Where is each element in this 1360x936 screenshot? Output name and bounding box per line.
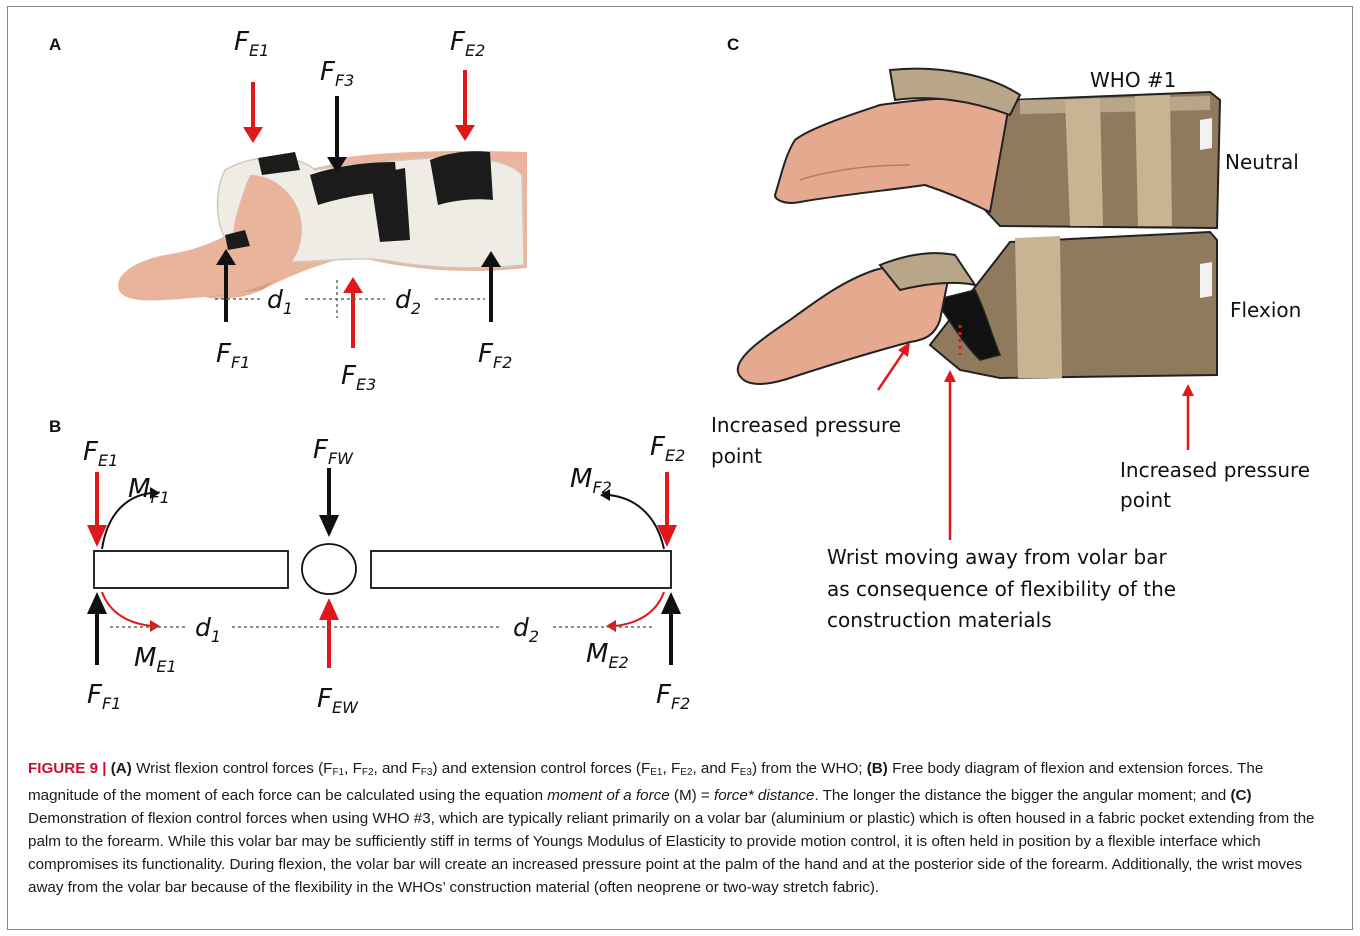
moment-arc-mf2: [608, 495, 664, 549]
panel-b-letter: B: [49, 417, 61, 436]
label-b-fe1: FE1: [83, 437, 118, 470]
brace-flexion-illustration: [738, 232, 1217, 384]
caption-figure-label: FIGURE 9 |: [28, 760, 107, 777]
arrowhead-c-pressure-right: [1182, 384, 1194, 396]
panel-c: C WHO #1 Neutral Flexion: [711, 35, 1316, 632]
panel-b: B FE1 FFW FE2: [49, 417, 690, 717]
panel-a: A: [49, 27, 527, 394]
beam-left: [94, 551, 288, 588]
label-b-few: FEW: [317, 684, 359, 717]
label-a-fe2: FE2: [450, 27, 485, 60]
label-b-ff2: FF2: [656, 680, 690, 713]
beam-right: [371, 551, 671, 588]
caption-c-text: Demonstration of flexion control forces …: [28, 810, 1314, 896]
panel-c-letter: C: [727, 35, 739, 54]
caption-a-text: Wrist flexion control forces (F: [136, 760, 332, 777]
label-b-ffw: FFW: [313, 435, 354, 468]
caption-a-text2: ) and extension control forces (F: [432, 760, 650, 777]
caption-sub-fe1: E1: [650, 767, 662, 778]
label-c-title: WHO #1: [1090, 68, 1176, 92]
label-b-mf1: MF1: [128, 474, 170, 507]
label-b-ff1: FF1: [87, 680, 121, 713]
label-b-d2: d2: [513, 613, 539, 646]
label-a-fe1: FE1: [234, 27, 269, 60]
panel-a-letter: A: [49, 35, 61, 54]
label-c-pressure-left: Increased pressure point: [711, 413, 907, 468]
caption-eq-term1: moment of a force: [547, 787, 669, 804]
hand-with-splint-illustration: [118, 151, 527, 301]
caption-sub-fe3: E3: [740, 767, 752, 778]
label-b-me1: ME1: [134, 643, 177, 676]
brace-neutral-illustration: [775, 69, 1220, 228]
label-c-neutral: Neutral: [1225, 150, 1299, 174]
arrowhead-c-wrist: [944, 370, 956, 382]
moment-arc-me1: [102, 592, 152, 626]
arrowhead-fe2: [455, 125, 475, 141]
caption-eq-mid: (M) =: [674, 787, 710, 804]
caption-eq-term2: force* distance: [714, 787, 814, 804]
arrowhead-b-ff2: [661, 592, 681, 614]
label-a-ff1: FF1: [216, 339, 250, 372]
arrowhead-b-ffw: [319, 515, 339, 537]
caption-sep: , and F: [692, 760, 739, 777]
label-c-pressure-right: Increased pressure point: [1120, 458, 1316, 512]
label-c-wrist-note: Wrist moving away from volar bar as cons…: [827, 545, 1182, 632]
caption-b-text2: . The longer the distance the bigger the…: [814, 787, 1226, 804]
caption-sub-ff3: F3: [421, 767, 433, 778]
caption-tag-a: (A): [111, 760, 132, 777]
caption-sub-fe2: E2: [680, 767, 692, 778]
figure-caption: FIGURE 9 | (A) Wrist flexion control for…: [28, 757, 1328, 899]
arrowhead-fe3: [343, 277, 363, 293]
caption-sep: , and F: [374, 760, 421, 777]
moment-arc-me2: [614, 592, 664, 626]
figure-diagram: A: [0, 0, 1360, 750]
wrist-joint-circle: [302, 544, 356, 594]
label-a-d1: d1: [267, 285, 293, 318]
caption-sub-ff2: F2: [362, 767, 374, 778]
moment-arrowhead-me2: [606, 620, 616, 632]
arrowhead-fe1: [243, 127, 263, 143]
label-a-ff2: FF2: [478, 339, 512, 372]
caption-tag-b: (B): [867, 760, 888, 777]
arrowhead-b-few: [319, 598, 339, 620]
caption-a-text3: ) from the WHO;: [752, 760, 863, 777]
label-a-d2: d2: [395, 285, 421, 318]
label-b-mf2: MF2: [570, 464, 612, 497]
label-a-ff3: FF3: [320, 57, 354, 90]
label-b-d1: d1: [195, 613, 221, 646]
label-b-me2: ME2: [586, 639, 629, 672]
label-c-flexion: Flexion: [1230, 298, 1301, 322]
label-a-fe3: FE3: [341, 361, 376, 394]
label-b-fe2: FE2: [650, 432, 685, 465]
moment-arrowhead-me1: [150, 620, 160, 632]
caption-tag-c: (C): [1230, 787, 1251, 804]
caption-sep: , F: [344, 760, 362, 777]
arrow-c-pressure-left: [878, 350, 905, 390]
caption-sep: , F: [663, 760, 681, 777]
caption-sub-ff1: F1: [332, 767, 344, 778]
